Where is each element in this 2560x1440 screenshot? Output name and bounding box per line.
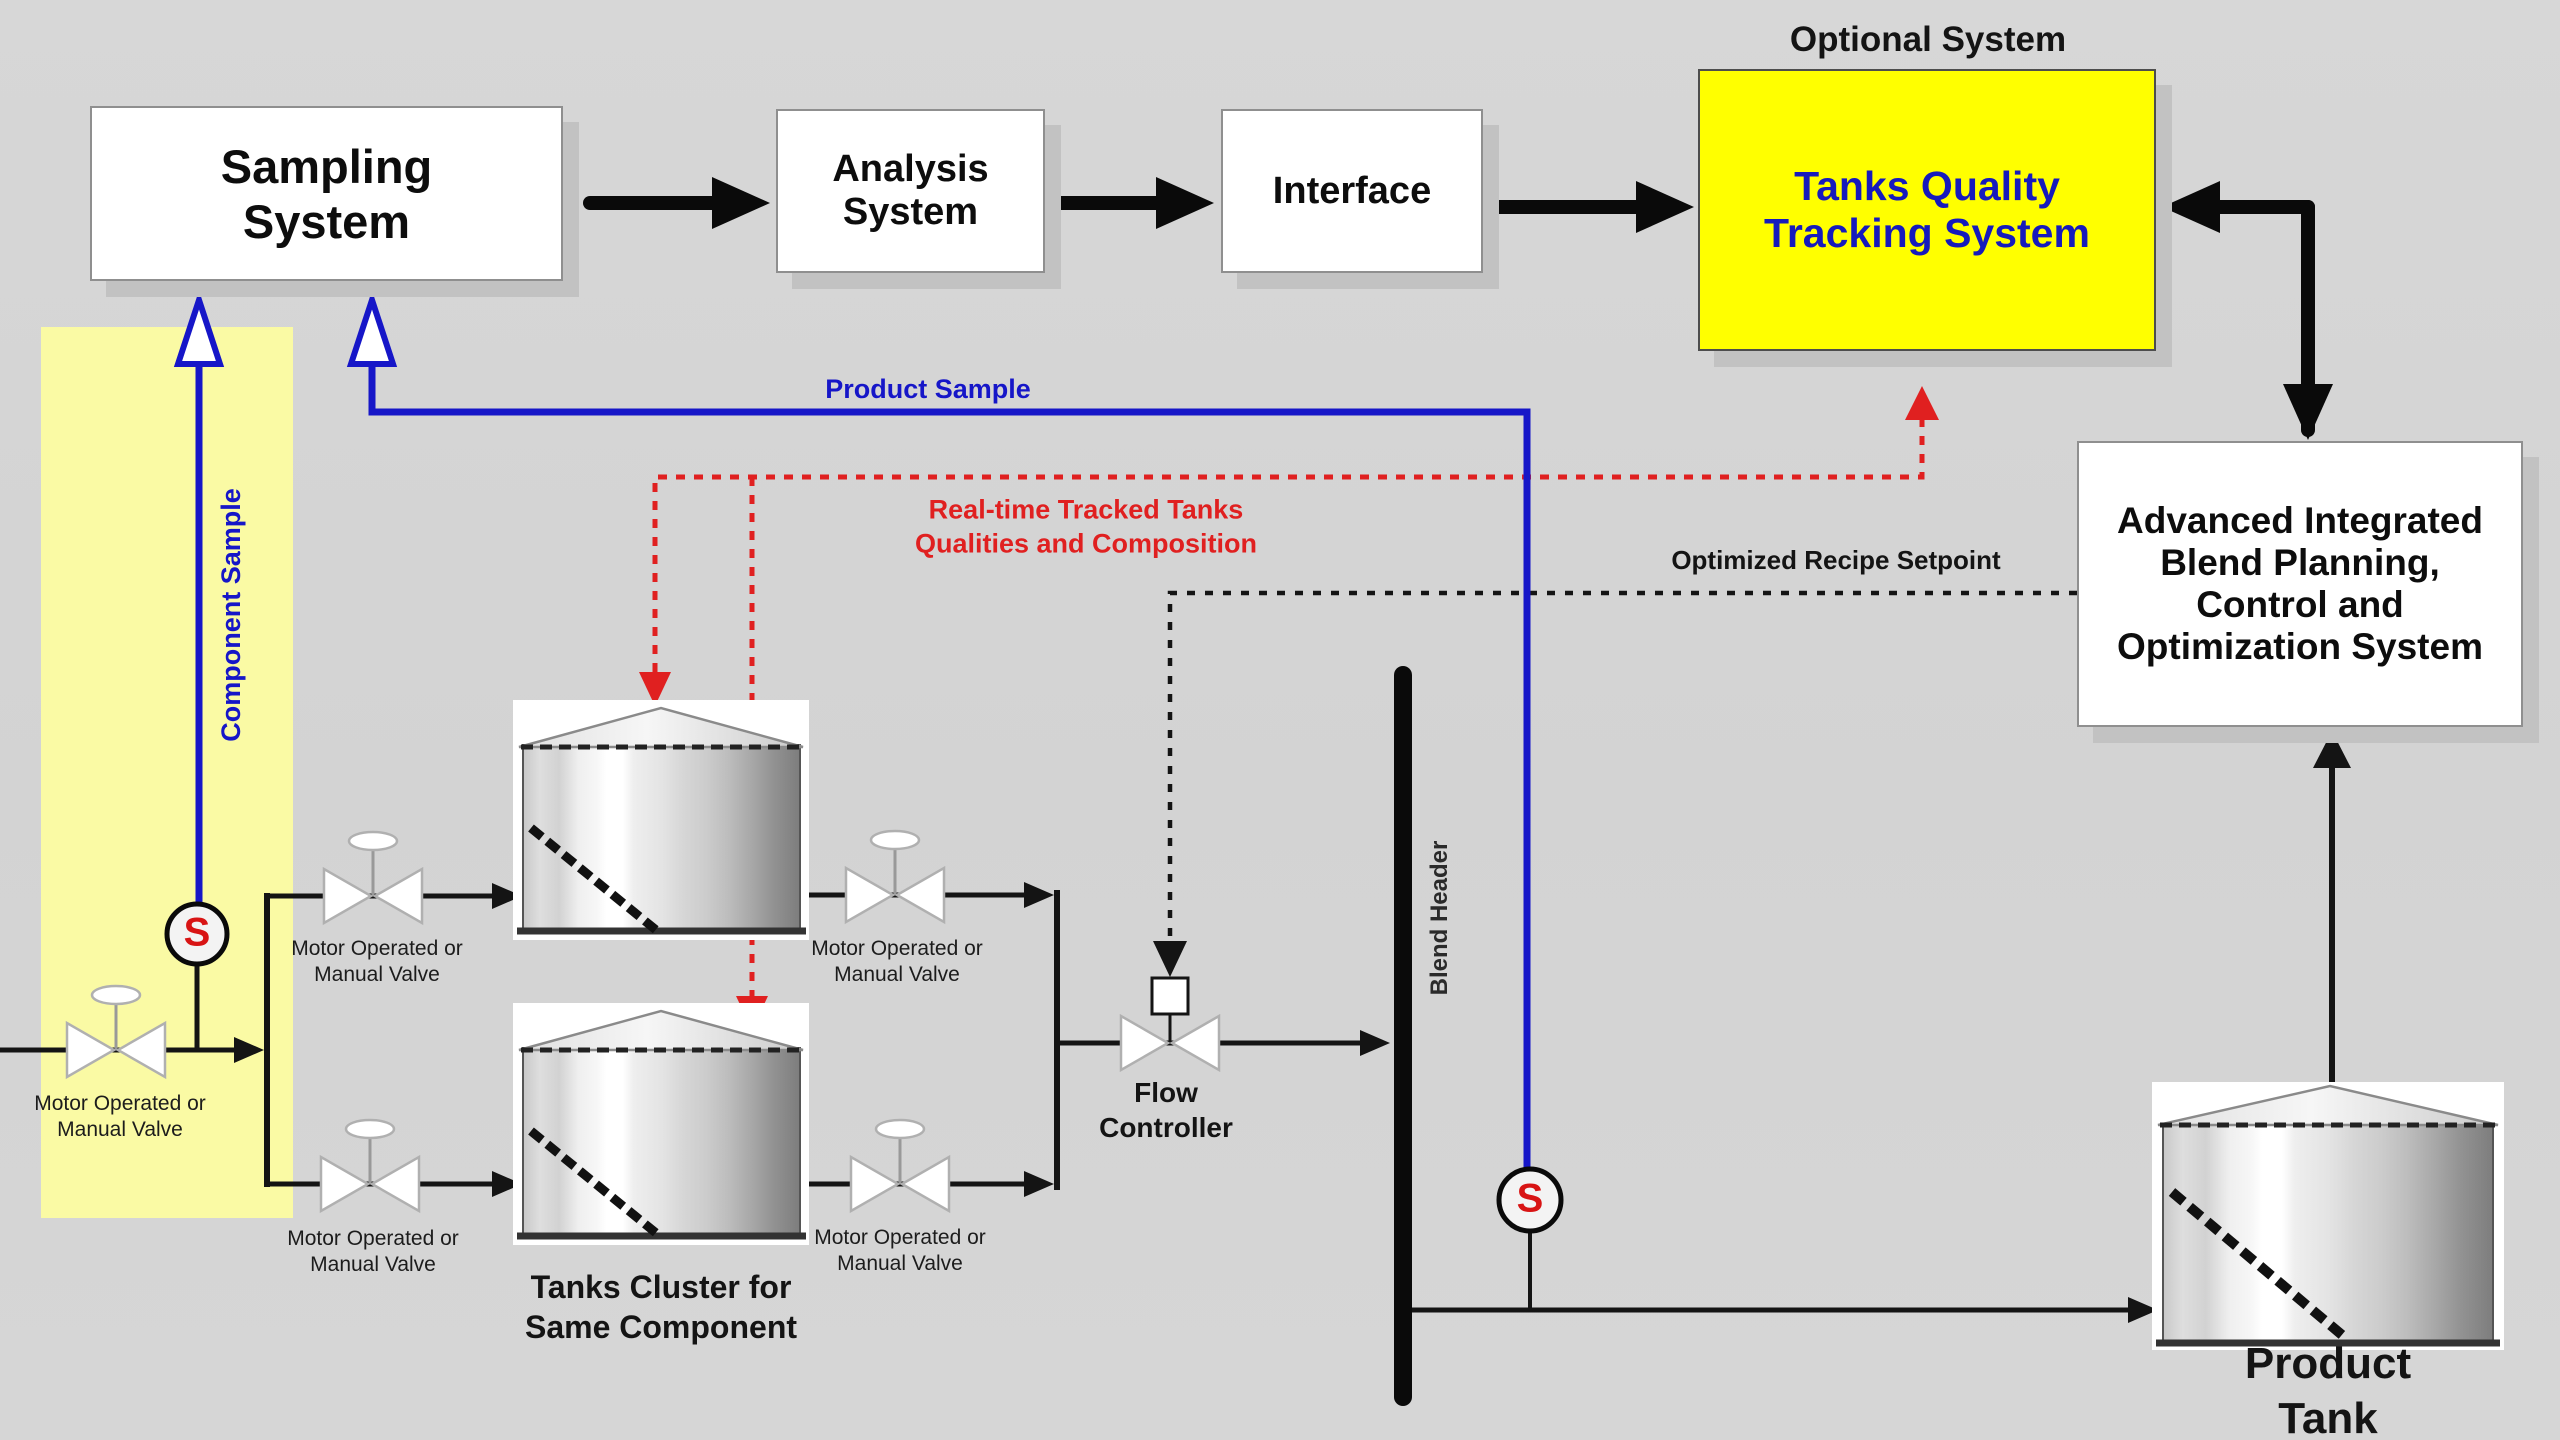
- flow-control-valve: [1119, 976, 1221, 1073]
- realtime-tracking-arrowheads: [639, 386, 1939, 1030]
- component-sample-label: Component Sample: [216, 488, 247, 742]
- sample-tag-component: S: [183, 910, 211, 955]
- process-arrowheads: [234, 731, 2351, 1323]
- sample-tag-product: S: [1516, 1176, 1544, 1221]
- valve-label-lower-inlet: Motor Operated or Manual Valve: [287, 1226, 459, 1276]
- valve-feed: [65, 984, 167, 1080]
- product-tank: [2152, 1082, 2504, 1350]
- valve-upper-outlet: [844, 829, 946, 925]
- valve-label-feed: Motor Operated or Manual Valve: [34, 1091, 206, 1141]
- recipe-setpoint-line: [1153, 590, 2077, 977]
- blend-header-label: Blend Header: [1426, 840, 1453, 996]
- sample-point-component: [164, 901, 230, 967]
- valve-label-upper-inlet: Motor Operated or Manual Valve: [291, 936, 463, 986]
- valve-lower-outlet: [849, 1118, 951, 1214]
- sampling-system-box: Sampling System: [90, 106, 563, 281]
- sample-point-product: [1496, 1166, 1564, 1234]
- analysis-system-box: Analysis System: [776, 109, 1045, 273]
- recipe-setpoint-label: Optimized Recipe Setpoint: [1671, 544, 2001, 575]
- valve-label-upper-outlet: Motor Operated or Manual Valve: [811, 936, 983, 986]
- advanced-blend-system-box: Advanced Integrated Blend Planning, Cont…: [2077, 441, 2523, 727]
- optional-system-caption: Optional System: [1789, 20, 2067, 60]
- process-lines: [0, 759, 2335, 1313]
- component-tank-upper: [513, 700, 809, 940]
- product-sample-label: Product Sample: [825, 374, 1031, 405]
- system-connectors: [583, 177, 2333, 440]
- realtime-tracking-label: Real-time Tracked Tanks Qualities and Co…: [914, 494, 1258, 558]
- valve-upper-inlet: [322, 830, 424, 926]
- interface-box: Interface: [1221, 109, 1483, 273]
- tanks-cluster-label: Tanks Cluster for Same Component: [524, 1269, 798, 1345]
- component-tank-lower: [513, 1003, 809, 1245]
- valve-label-lower-outlet: Motor Operated or Manual Valve: [814, 1225, 986, 1275]
- valve-lower-inlet: [319, 1118, 421, 1214]
- sample-line-arrowheads: [173, 290, 398, 367]
- flow-controller-label: Flow Controller: [1099, 1077, 1233, 1143]
- blend-header-bar: [1394, 666, 1412, 1406]
- realtime-tracking-line: [652, 418, 1925, 998]
- component-sample-band: [41, 327, 293, 1218]
- product-tank-label: Product Tank: [2244, 1339, 2412, 1440]
- tanks-quality-tracking-box: Tanks Quality Tracking System: [1698, 69, 2156, 351]
- sample-lines: [195, 360, 1531, 1168]
